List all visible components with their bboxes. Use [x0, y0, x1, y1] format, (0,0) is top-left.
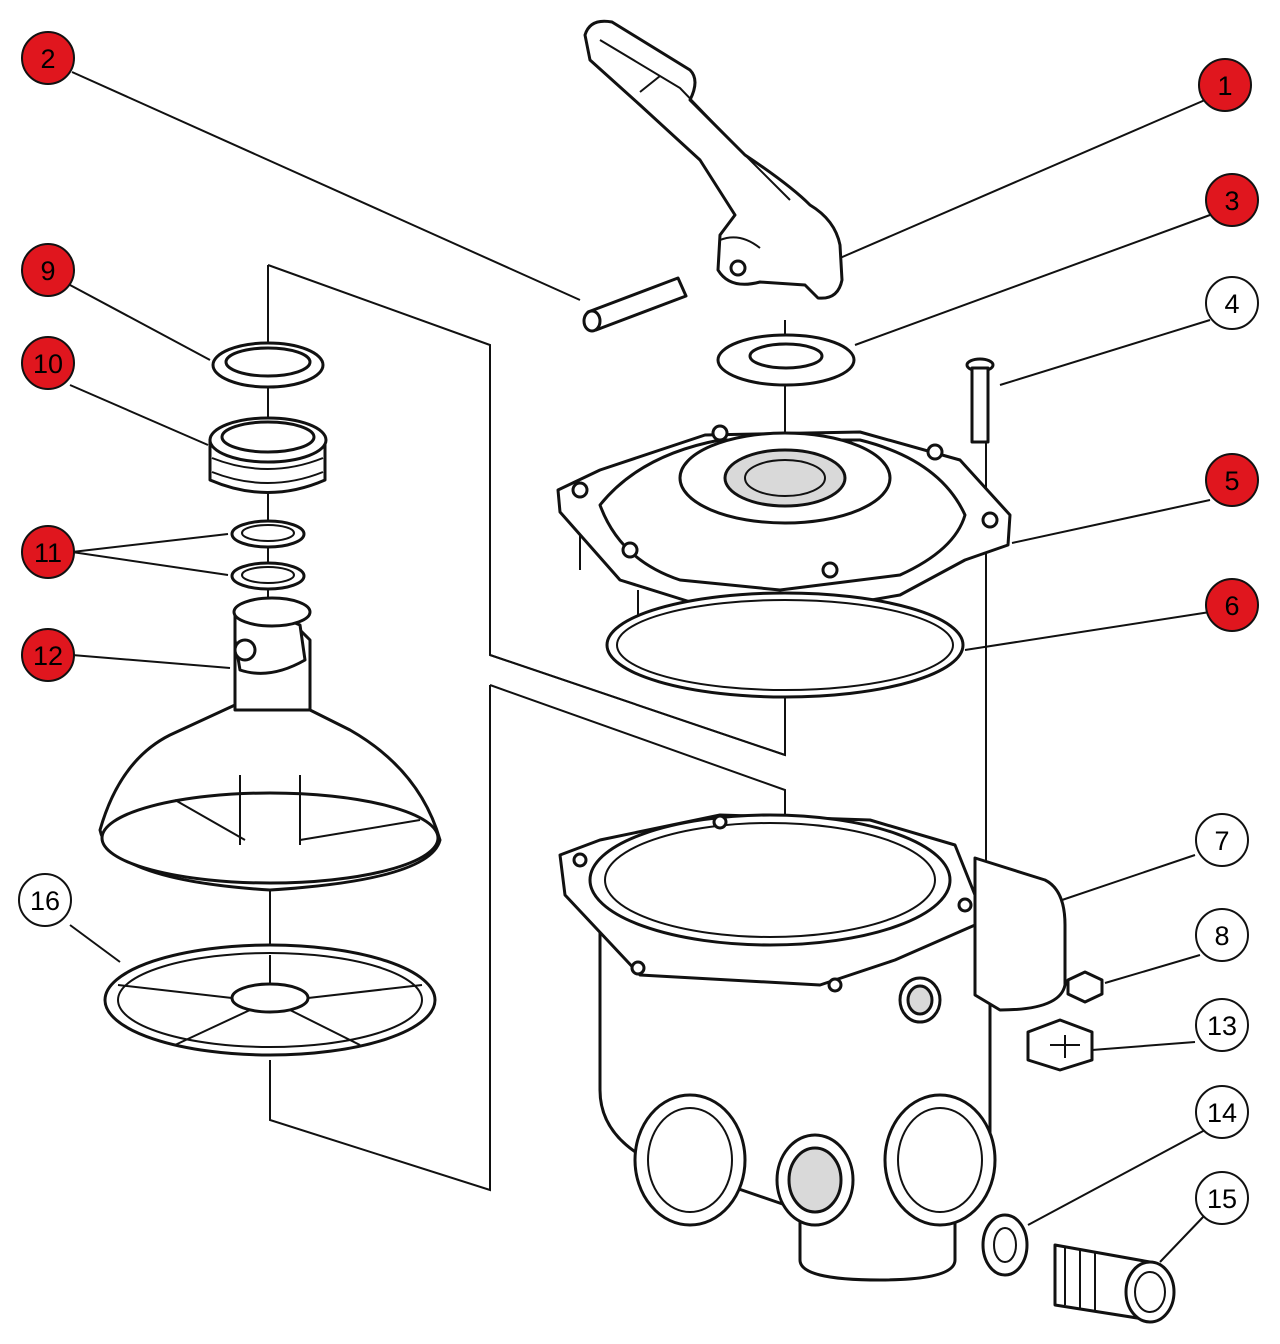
callout-label: 5 — [1224, 466, 1239, 496]
callout-label: 3 — [1224, 186, 1239, 216]
callout-circle — [21, 525, 75, 579]
callout-6: 6 — [1205, 578, 1259, 632]
callout-label: 1 — [1217, 71, 1232, 101]
cover-screw — [965, 357, 995, 444]
top-ring — [211, 341, 325, 389]
handle-washer — [716, 333, 856, 387]
valve-handle — [583, 19, 844, 300]
callout-15: 15 — [1195, 1171, 1249, 1225]
callout-label: 12 — [33, 641, 63, 671]
callout-label: 10 — [33, 349, 63, 379]
callout-label: 11 — [34, 538, 62, 568]
callout-label: 16 — [30, 886, 60, 916]
valve-cover — [556, 424, 1012, 650]
hex-nut — [1066, 970, 1104, 1004]
callout-circle — [21, 243, 75, 297]
callout-11: 11 — [21, 525, 75, 579]
callout-2: 2 — [21, 31, 75, 85]
handle-pin — [582, 276, 688, 333]
callout-16: 16 — [18, 873, 72, 927]
fitting-washer — [981, 1213, 1029, 1277]
cover-gasket — [605, 591, 965, 699]
callout-label: 14 — [1207, 1098, 1237, 1128]
callout-9: 9 — [21, 243, 75, 297]
callout-10: 10 — [21, 336, 75, 390]
callout-5: 5 — [1205, 453, 1259, 507]
callout-circle — [1205, 453, 1259, 507]
callout-circle — [1198, 58, 1252, 112]
callout-circle — [21, 628, 75, 682]
callout-label: 9 — [40, 256, 55, 286]
callout-3: 3 — [1205, 173, 1259, 227]
callout-7: 7 — [1195, 813, 1249, 867]
callout-circle — [1195, 908, 1249, 962]
callout-14: 14 — [1195, 1085, 1249, 1139]
callout-circle — [1195, 1171, 1249, 1225]
callout-label: 13 — [1207, 1011, 1237, 1041]
callout-circle — [1195, 998, 1249, 1052]
leader-lines — [69, 71, 1211, 1263]
callout-13: 13 — [1195, 998, 1249, 1052]
spider-gasket — [103, 943, 437, 1057]
callout-label: 4 — [1224, 289, 1239, 319]
callout-4: 4 — [1205, 276, 1259, 330]
callout-label: 15 — [1207, 1184, 1237, 1214]
stem-o-rings — [230, 519, 306, 591]
threaded-fitting — [1053, 1243, 1176, 1324]
callout-12: 12 — [21, 628, 75, 682]
callout-label: 7 — [1214, 826, 1229, 856]
callout-circle — [1205, 276, 1259, 330]
valve-ports — [633, 1093, 997, 1227]
callout-1: 1 — [1198, 58, 1252, 112]
callout-circle — [21, 336, 75, 390]
callout-circle — [1205, 578, 1259, 632]
callout-circle — [1195, 1085, 1249, 1139]
callout-circle — [18, 873, 72, 927]
callout-label: 6 — [1224, 591, 1239, 621]
valve-rotor — [98, 596, 442, 892]
callout-circle — [21, 31, 75, 85]
callout-circle — [1205, 173, 1259, 227]
drain-plug — [1026, 1018, 1094, 1072]
callout-8: 8 — [1195, 908, 1249, 962]
callout-label: 2 — [40, 44, 55, 74]
callout-label: 8 — [1214, 921, 1229, 951]
callout-circle — [1195, 813, 1249, 867]
spring — [208, 416, 328, 494]
